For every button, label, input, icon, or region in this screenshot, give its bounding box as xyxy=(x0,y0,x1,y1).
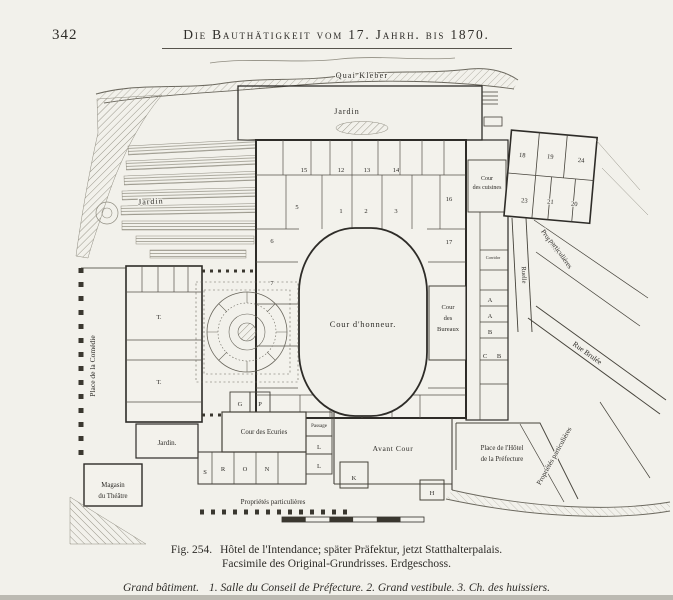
left-street xyxy=(78,267,256,462)
room-l2: L xyxy=(317,463,321,470)
room-24: 24 xyxy=(578,157,586,165)
figure-caption: Fig. 254. Hôtel de l'Intendance; später P… xyxy=(0,544,673,556)
room-n: N xyxy=(265,466,270,473)
stables-row xyxy=(197,451,307,485)
north-garden xyxy=(237,85,503,141)
room-19: 19 xyxy=(547,153,554,161)
room-k: K xyxy=(352,475,357,482)
room-23: 23 xyxy=(521,197,528,205)
west-garden-beds xyxy=(95,139,264,259)
magasin-label-2: du Théâtre xyxy=(98,493,127,500)
room-21: 21 xyxy=(547,199,554,207)
bottom-road xyxy=(445,489,671,517)
corridor-label: Corridor xyxy=(486,255,501,260)
room-b2: B xyxy=(497,353,502,360)
room-o: O xyxy=(243,466,248,473)
room-17: 17 xyxy=(446,239,453,246)
cour-bureaux-label-3: Bureaux xyxy=(437,326,460,333)
quai-kleber-label: Quai Kleber xyxy=(336,71,389,80)
room-5: 5 xyxy=(295,204,298,211)
figure-subcaption: Facsimile des Original-Grundrisses. Erdg… xyxy=(221,558,451,570)
room-16: 16 xyxy=(446,196,453,203)
room-2: 2 xyxy=(364,208,367,215)
theatre-block xyxy=(83,265,203,507)
page-number: 342 xyxy=(52,27,78,43)
room-p: P xyxy=(258,401,262,408)
room-t1: T. xyxy=(156,314,161,321)
room-b1: B xyxy=(488,329,493,336)
room-marks: 15 12 13 14 5 1 2 3 16 17 6 7 T. T. A A … xyxy=(156,166,503,498)
room-s: S xyxy=(203,469,207,476)
room-18: 18 xyxy=(519,152,526,160)
room-13: 13 xyxy=(364,167,371,174)
room-t2: T. xyxy=(156,379,161,386)
figure-legend: Grand bâtiment. 1. Salle du Conseil de Pr… xyxy=(0,582,673,594)
proprietes-br-label: Propriétés particulières xyxy=(535,426,574,487)
scan-bottom-edge xyxy=(0,595,673,600)
figure-number: Fig. 254. xyxy=(170,544,213,556)
cour-bureaux-label-2: des xyxy=(444,315,453,322)
place-comedie-label: Place de la Comédie xyxy=(88,335,97,397)
passage-label: Passage xyxy=(311,424,328,429)
cour-cuisines-label-1: Cour xyxy=(481,176,493,182)
room-1: 1 xyxy=(339,208,342,215)
cour-ecuries-label: Cour des Ecuries xyxy=(241,429,288,436)
room-a1: A xyxy=(488,297,493,304)
south-courts xyxy=(69,391,579,545)
room-l1: L xyxy=(317,444,321,451)
jardin-small-room xyxy=(135,423,199,459)
right-annex xyxy=(465,139,509,421)
room-r: R xyxy=(221,466,226,473)
cour-honneur-label: Cour d'honneur. xyxy=(330,319,396,329)
figure-title: Hôtel de l'Intendance; später Präfektur,… xyxy=(220,544,503,556)
magasin-label-1: Magasin xyxy=(101,482,125,489)
cour-bureaux-label-1: Cour xyxy=(442,304,456,311)
proprietes-bottom-label: Propriétés particulières xyxy=(241,498,306,506)
place-hotel-bounds xyxy=(455,422,579,500)
room-14: 14 xyxy=(393,167,400,174)
legend-term: Grand bâtiment. xyxy=(122,582,199,594)
scale-bar xyxy=(281,516,425,523)
cour-cuisines-label-2: des cuisines xyxy=(473,185,502,191)
embankment-hatch xyxy=(75,94,163,259)
room-15: 15 xyxy=(301,167,308,174)
room-7: 7 xyxy=(270,280,274,287)
title-rule xyxy=(162,48,512,49)
cour-honneur-court xyxy=(298,227,428,417)
running-title: Die Bauthätigkeit vom 17. Jahrh. bis 187… xyxy=(183,27,490,42)
main-building xyxy=(255,139,467,419)
room-20: 20 xyxy=(571,201,578,209)
jardin-small-label: Jardin. xyxy=(158,439,177,447)
parterre-garden xyxy=(195,281,299,383)
room-h: H xyxy=(430,490,435,497)
ruelle-label: Ruelle xyxy=(520,266,528,283)
room-3: 3 xyxy=(394,208,397,215)
room-12: 12 xyxy=(338,167,345,174)
steps xyxy=(482,91,498,105)
north-east-block: 18 19 24 23 21 20 xyxy=(503,129,599,225)
room-g: G xyxy=(238,401,243,408)
jardin-north-label: Jardin xyxy=(334,107,360,116)
jardin-west-label: Jardin xyxy=(138,196,164,206)
right-streets xyxy=(511,139,667,503)
room-c1: C xyxy=(483,353,487,360)
legend-items: 1. Salle du Conseil de Préfecture. 2. Gr… xyxy=(209,582,551,594)
cour-ecuries-court xyxy=(221,411,307,453)
cour-bureaux-court xyxy=(428,285,467,361)
avant-cour-walls xyxy=(333,412,453,490)
place-hotel-label-2: de la Préfecture xyxy=(481,456,524,463)
place-hotel-label-1: Place de l'Hôtel xyxy=(481,445,524,452)
magasin-block xyxy=(83,463,143,507)
cour-cuisines-court xyxy=(467,159,507,213)
room-a2: A xyxy=(488,313,493,320)
avant-cour-label: Avant Cour xyxy=(373,444,414,453)
room-6: 6 xyxy=(270,238,274,245)
proprietes-right-label-2: particulières xyxy=(547,237,574,270)
sw-hatch-wedge xyxy=(69,496,147,545)
